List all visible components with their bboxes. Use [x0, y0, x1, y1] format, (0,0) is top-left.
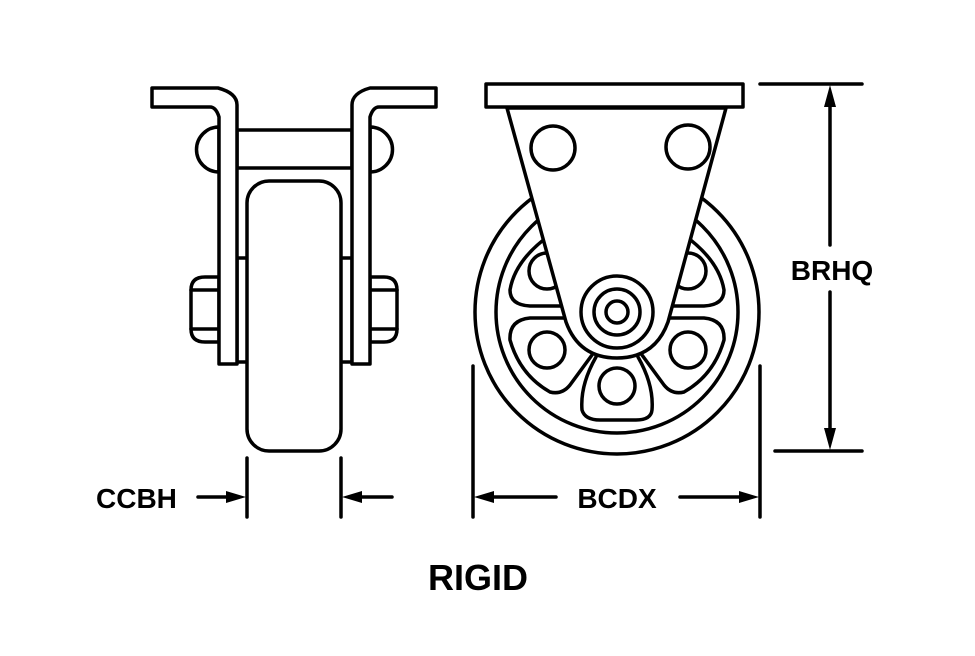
top-crossbar	[235, 128, 354, 170]
wheel-side	[245, 179, 343, 453]
side-bumps	[194, 125, 395, 174]
arrow-right-icon	[226, 491, 246, 503]
mount-bolt-holes	[529, 123, 712, 172]
left-bracket-leg	[150, 86, 239, 366]
spoke-windows	[508, 233, 726, 422]
caster-side-view	[150, 86, 438, 453]
arrow-down-icon	[824, 428, 836, 450]
top-plate	[484, 82, 745, 109]
dimension-brhq: BRHQ	[758, 82, 873, 453]
axle-nuts	[189, 275, 399, 344]
dimension-ccbh: CCBH	[96, 456, 394, 519]
bcdx-label: BCDX	[577, 483, 657, 514]
fork-bracket	[505, 106, 728, 360]
caster-front-view	[473, 82, 761, 456]
ccbh-label: CCBH	[96, 483, 177, 514]
arrow-left-icon	[342, 491, 362, 503]
brhq-label: BRHQ	[791, 255, 873, 286]
arrow-left-icon	[474, 491, 494, 503]
arrow-up-icon	[824, 85, 836, 107]
right-bracket-leg	[350, 86, 438, 366]
arrow-right-icon	[739, 491, 759, 503]
wheel-hub	[579, 274, 655, 350]
diagram-title: RIGID	[428, 557, 528, 598]
dimension-bcdx: BCDX	[471, 364, 762, 519]
